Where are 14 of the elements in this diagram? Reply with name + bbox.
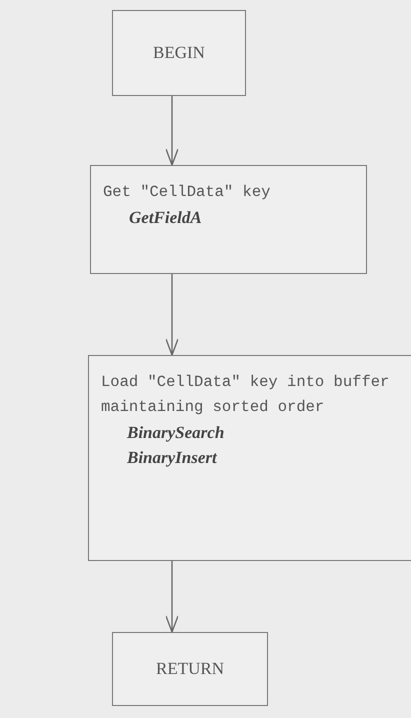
arrow [165,274,179,356]
step-text: BEGIN [153,43,205,63]
terminal-box [112,632,268,706]
arrow [165,96,179,166]
function-name: BinaryInsert [126,447,218,469]
process-box [90,165,367,274]
step-text: RETURN [156,659,224,679]
arrow [165,561,179,633]
terminal-box [112,10,246,96]
process-box [88,355,411,561]
function-name: BinarySearch [126,422,226,444]
step-text: Get "CellData" key [103,182,272,203]
step-text: Load "CellData" key into buffer maintaining sorted order [101,372,390,418]
function-name: GetFieldA [128,207,203,229]
